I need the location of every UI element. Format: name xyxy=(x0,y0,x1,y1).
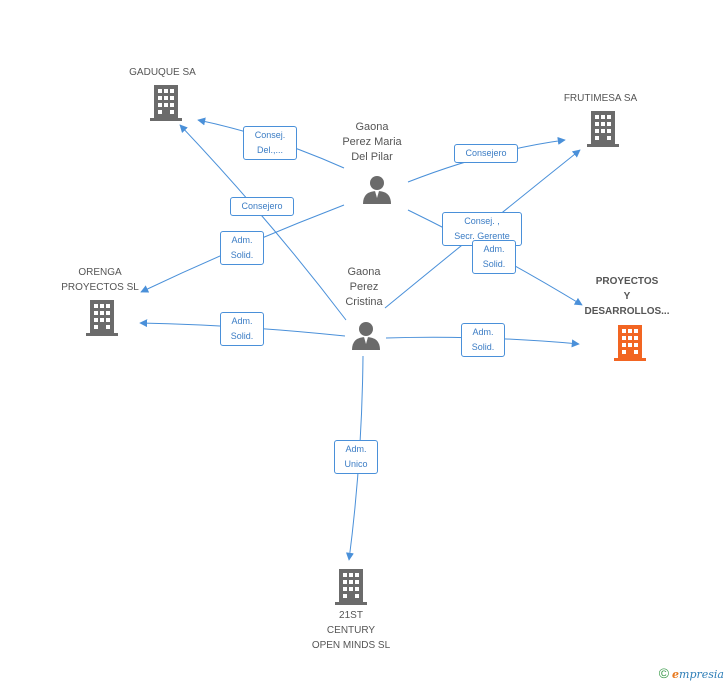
label-line: Perez xyxy=(349,281,379,293)
label-line: CENTURY xyxy=(326,625,376,636)
edge-label-line: Solid. xyxy=(482,259,506,269)
brand-logo: empresia xyxy=(672,668,724,681)
label-line: Del Pilar xyxy=(351,151,393,163)
label-line: Y xyxy=(623,291,631,302)
copyright-icon: © xyxy=(658,665,670,681)
edge-label-line: Solid. xyxy=(471,342,495,352)
edge-label-consejero-frutimesa: Consejero xyxy=(454,144,518,163)
edge-label-line: Consejero xyxy=(241,201,283,211)
footer-credit[interactable]: ©empresia xyxy=(659,665,724,681)
edge-label-consej-del: Consej. Del.,... xyxy=(243,126,297,160)
person-label-maria[interactable]: Gaona Perez Maria Del Pilar xyxy=(327,120,417,165)
edge-cristina-gaduque xyxy=(179,124,347,321)
building-icon[interactable] xyxy=(86,300,118,336)
edge-label-line: Del.,... xyxy=(256,145,283,155)
building-icon[interactable] xyxy=(587,111,619,147)
company-label-gaduque[interactable]: GADUQUE SA xyxy=(129,67,196,78)
label-line: DESARROLLOS... xyxy=(584,306,670,317)
label-line: OPEN MINDS SL xyxy=(311,640,391,651)
edge-label-adm-unico: Adm. Unico xyxy=(334,440,378,474)
edge-label-consejero-gaduque: Consejero xyxy=(230,197,294,216)
edge-label-adm-solid: Adm. Solid. xyxy=(472,240,516,274)
edge-label-line: Consejero xyxy=(465,148,507,158)
building-icon[interactable] xyxy=(150,85,182,121)
label-line: Gaona xyxy=(355,121,389,133)
edge-label-line: Consej. xyxy=(254,130,286,140)
edge-label-line: Unico xyxy=(344,459,368,469)
company-label-century[interactable]: 21ST CENTURY OPEN MINDS SL xyxy=(296,608,406,653)
label-line: 21ST xyxy=(339,610,363,621)
building-icon-main[interactable] xyxy=(614,325,646,361)
label-line: Cristina xyxy=(345,296,383,308)
edge-label-line: Adm. xyxy=(231,316,253,326)
brand-logo-rest: mpresia xyxy=(679,668,724,681)
edge-label-line: Adm. xyxy=(231,235,253,245)
company-label-proyectos[interactable]: PROYECTOS Y DESARROLLOS... xyxy=(572,274,682,319)
edge-label-line: Secr. Gerente xyxy=(454,231,510,241)
edge-label-line: Consej. , xyxy=(464,216,500,226)
brand-logo-initial: e xyxy=(672,668,680,681)
edge-label-adm-solid: Adm. Solid. xyxy=(220,231,264,265)
edge-label-line: Adm. xyxy=(472,327,494,337)
building-icon[interactable] xyxy=(335,569,367,605)
company-label-frutimesa[interactable]: FRUTIMESA SA xyxy=(563,93,638,104)
person-label-cristina[interactable]: Gaona Perez Cristina xyxy=(321,265,407,310)
edge-label-adm-solid: Adm. Solid. xyxy=(220,312,264,346)
person-icon[interactable] xyxy=(351,320,381,350)
edge-label-line: Adm. xyxy=(483,244,505,254)
company-label-orenga[interactable]: ORENGA PROYECTOS SL xyxy=(61,267,139,293)
edge-label-adm-solid: Adm. Solid. xyxy=(461,323,505,357)
edge-label-line: Solid. xyxy=(230,331,254,341)
label-line: Gaona xyxy=(347,266,381,278)
edge-label-line: Solid. xyxy=(230,250,254,260)
edge-label-line: Adm. xyxy=(345,444,367,454)
label-line: PROYECTOS xyxy=(595,276,659,287)
label-line: Perez Maria xyxy=(342,136,402,148)
person-icon[interactable] xyxy=(362,174,392,204)
